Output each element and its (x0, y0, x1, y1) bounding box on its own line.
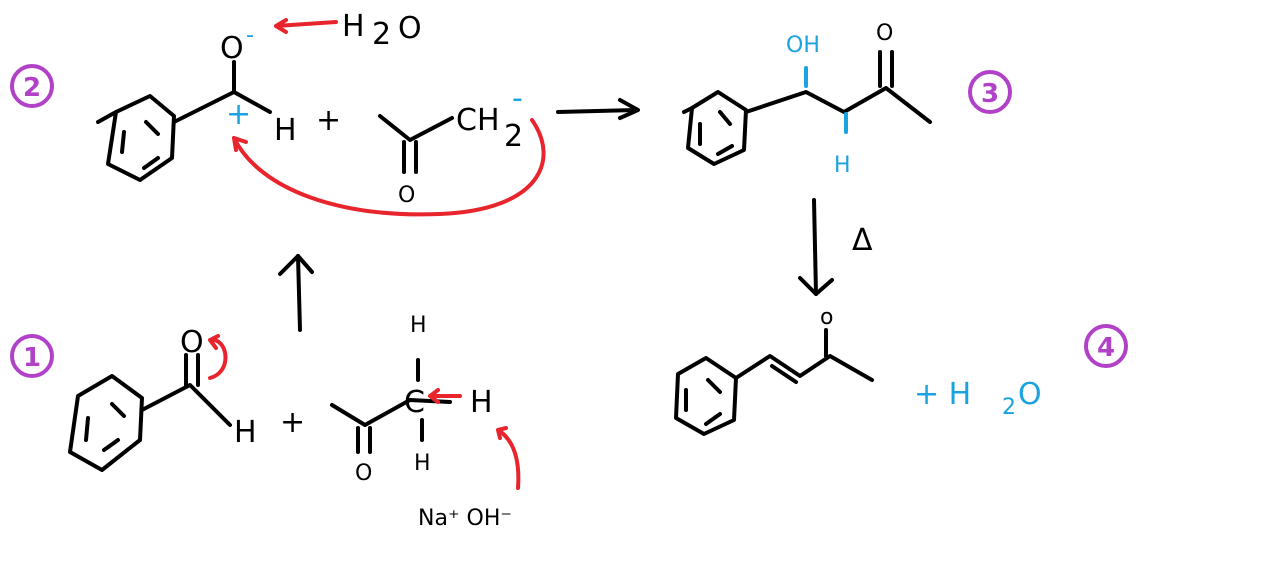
benzene-ring-3 (686, 90, 748, 166)
aldol-chain (744, 86, 932, 124)
step-1-marker-circle (10, 334, 54, 378)
alpha-hydrogen: H (834, 153, 851, 178)
reaction-arrow-up (296, 254, 302, 332)
plus-sign: + (280, 405, 305, 440)
aldehyde-oxygen: O (180, 325, 204, 360)
arrowhead (798, 276, 834, 296)
water-o: O (398, 11, 422, 46)
alkoxide-oxygen: O (220, 31, 244, 66)
aldehyde-bonds (140, 383, 232, 427)
water-byproduct: + H (914, 377, 971, 412)
water-subscript: 2 (1002, 395, 1016, 420)
plus-sign: + (316, 103, 341, 138)
oxygen-negative-charge: - (246, 23, 254, 48)
alkene-double-bond (770, 364, 798, 384)
step-4-marker-circle (1084, 324, 1128, 368)
benzene-ring-1 (68, 374, 144, 472)
ring-double-bond (716, 144, 734, 156)
enolate-negative-charge: - (512, 81, 523, 116)
ring-double-bond (142, 156, 160, 170)
water-h: H (342, 9, 365, 44)
step-1-reactants: 1 O H + O C H H H Na⁺ OH⁻ (10, 313, 521, 531)
ketone-oxygen: O (355, 461, 372, 486)
hydrogen-right: H (470, 385, 493, 420)
water-oxygen: O (1018, 377, 1042, 412)
benzene-ring-2 (106, 94, 176, 182)
enolate-oxygen: O (398, 183, 415, 208)
curved-arrow-carbonyl (208, 338, 228, 380)
step-2-marker: 2 (23, 73, 41, 103)
carbon-positive-charge: + (226, 97, 251, 132)
ring-double-bond (144, 120, 160, 136)
curved-arrow-base-attack (496, 426, 521, 490)
arrow-up (278, 254, 314, 332)
step-3-aldol: 3 O OH H (682, 21, 1012, 178)
ring-double-bond (718, 110, 732, 126)
ring-double-bond (706, 378, 722, 394)
arrow-water-protonation (274, 18, 338, 34)
ring-stub (682, 106, 694, 114)
ketone-oxygen: O (876, 21, 893, 46)
hydrogen-bottom: H (414, 451, 431, 476)
arrowhead (618, 98, 640, 120)
hydrogen-top: H (410, 313, 427, 338)
ketone-oxygen: o (820, 305, 833, 330)
ring-double-bond (704, 412, 722, 426)
arrow-down: Δ (798, 198, 873, 296)
step-3-marker-circle (968, 70, 1012, 114)
enolate-ch2: CH (456, 103, 500, 138)
arrowhead (278, 254, 314, 276)
benzene-ring-4 (674, 356, 738, 436)
aldehyde-hydrogen: H (274, 113, 297, 148)
ring-stub (96, 110, 118, 124)
ring-double-bond (120, 130, 126, 154)
enolate-bonds (378, 114, 454, 142)
curved-arrow-nucleophilic-attack (232, 118, 546, 217)
ring-double-bond (110, 402, 126, 418)
arrow-right (556, 98, 640, 120)
heat-symbol: Δ (852, 223, 873, 258)
step-4-product: 4 o + H 2 O (674, 305, 1128, 436)
alpha-carbon: C (404, 385, 425, 420)
ring-double-bond (84, 416, 90, 442)
reaction-arrow-down (812, 198, 818, 296)
acetone-bonds (330, 398, 452, 427)
step-2-intermediate: 2 O - + H + O CH 2 - H 2 O (10, 9, 546, 217)
sodium-hydroxide: Na⁺ OH⁻ (418, 506, 512, 531)
step-4-marker: 4 (1097, 333, 1115, 363)
ring-double-bond (102, 438, 120, 452)
step-2-marker-circle (10, 64, 54, 108)
reaction-arrow-right (556, 108, 638, 114)
step-1-marker: 1 (23, 343, 41, 373)
enone-chain (734, 354, 874, 382)
arrowhead (208, 334, 220, 350)
step-3-marker: 3 (981, 79, 999, 109)
hydroxyl-group: OH (786, 33, 820, 58)
water-subscript: 2 (372, 17, 391, 52)
curved-arrow-deprotonation (428, 388, 462, 404)
alkoxide-bonds (172, 90, 272, 124)
arrowhead (232, 136, 248, 152)
aldehyde-hydrogen: H (234, 415, 257, 450)
ch2-subscript: 2 (504, 119, 523, 154)
